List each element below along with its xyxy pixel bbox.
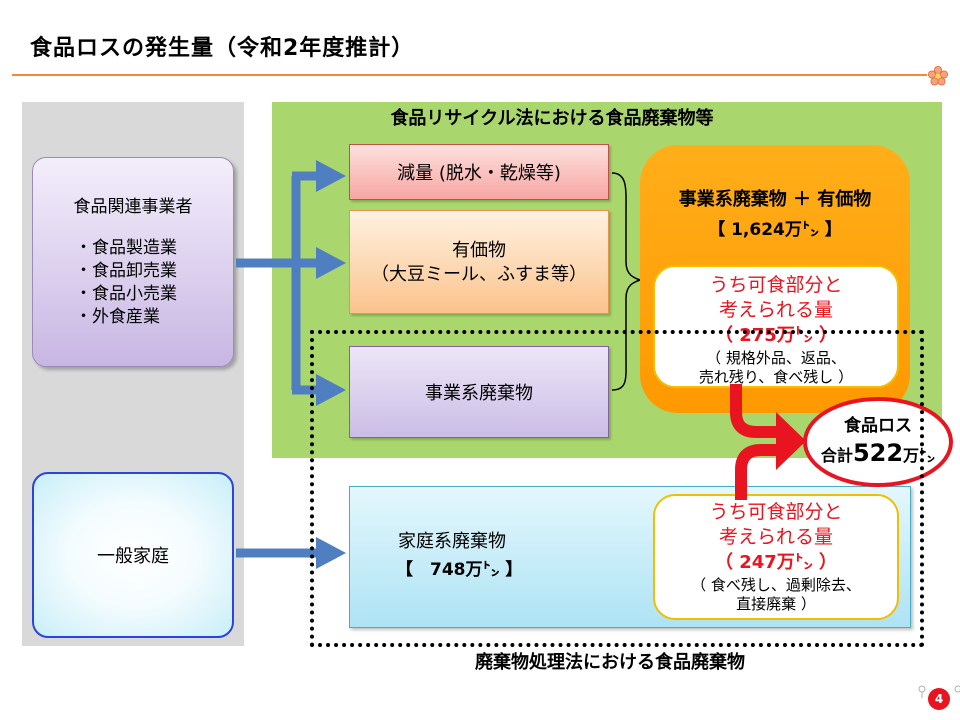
arrow-head-genryo <box>316 160 346 192</box>
business-waste-box: 事業系廃棄物 <box>349 346 609 438</box>
household-waste-amount: 【 748万㌧ 】 <box>396 560 523 580</box>
edible-household-line2: 考えられる量 <box>718 526 833 548</box>
recycle-law-label: 食品リサイクル法における食品廃棄物等 <box>390 108 714 129</box>
edible-household-amount: （ 247万㌧ ） <box>714 552 838 573</box>
edible-business-note2: 売れ残り、食べ残し ） <box>698 368 854 386</box>
food-loss-total: 合計522万㌧ <box>807 439 949 467</box>
food-loss-value: 522 <box>852 439 904 467</box>
arrow-head-yuka <box>316 247 346 279</box>
reduction-label: 減量 (脱水・乾燥等) <box>397 163 561 184</box>
edible-business-line2: 考えられる量 <box>718 299 833 321</box>
list-item: ・外食産業 <box>75 307 160 327</box>
household-title: 一般家庭 <box>97 546 169 567</box>
decor-icon <box>918 685 960 698</box>
business-total-amount: 【 1,624万㌧ 】 <box>708 220 842 240</box>
list-item: ・食品製造業 <box>75 238 177 258</box>
food-loss-total-badge: 食品ロス 合計522万㌧ <box>803 397 953 487</box>
reduction-box: 減量 (脱水・乾燥等) <box>349 144 609 200</box>
edible-business-line1: うち可食部分と <box>709 274 843 296</box>
business-operators-list: ・食品製造業 ・食品卸売業 ・食品小売業 ・外食産業 <box>33 237 233 329</box>
edible-household-note1: （ 食べ残し、過剰除去、 <box>691 576 861 594</box>
business-total-title: 事業系廃棄物 ＋ 有価物 <box>678 189 872 210</box>
household-flow-arrow <box>236 537 346 569</box>
edible-household-line1: うち可食部分と <box>709 501 843 523</box>
flower-icon <box>928 66 948 86</box>
business-operators-title: 食品関連事業者 <box>73 197 193 217</box>
household-waste-label: 家庭系廃棄物 <box>398 531 506 552</box>
edible-household-note2: 直接廃棄 ） <box>736 595 816 613</box>
edible-household-box: うち可食部分と 考えられる量 （ 247万㌧ ） （ 食べ残し、過剰除去、 直接… <box>653 494 899 620</box>
arrow-head-jigyo <box>316 374 346 406</box>
food-loss-unit: 万㌧ <box>903 446 936 465</box>
page-number-badge: 4 <box>928 688 950 710</box>
valuables-box: 有価物 （大豆ミール、ふすま等） <box>349 210 609 314</box>
business-flow-arrows <box>236 171 318 395</box>
food-loss-title: 食品ロス <box>844 416 912 436</box>
food-loss-prefix: 合計 <box>820 446 853 465</box>
business-waste-label: 事業系廃棄物 <box>425 383 533 404</box>
household-box: 一般家庭 <box>32 472 234 638</box>
page-title: 食品ロスの発生量（令和2年度推計） <box>30 36 415 61</box>
list-item: ・食品卸売業 <box>75 261 177 281</box>
business-operators-box: 食品関連事業者 ・食品製造業 ・食品卸売業 ・食品小売業 ・外食産業 <box>32 157 234 367</box>
title-divider <box>12 74 927 76</box>
valuables-examples: （大豆ミール、ふすま等） <box>371 264 587 285</box>
edible-business-note1: （ 規格外品、返品、 <box>706 349 846 367</box>
valuables-label: 有価物 <box>452 240 506 261</box>
waste-law-frame <box>310 330 924 647</box>
list-item: ・食品小売業 <box>75 284 177 304</box>
waste-law-label: 廃棄物処理法における食品廃棄物 <box>475 652 745 673</box>
